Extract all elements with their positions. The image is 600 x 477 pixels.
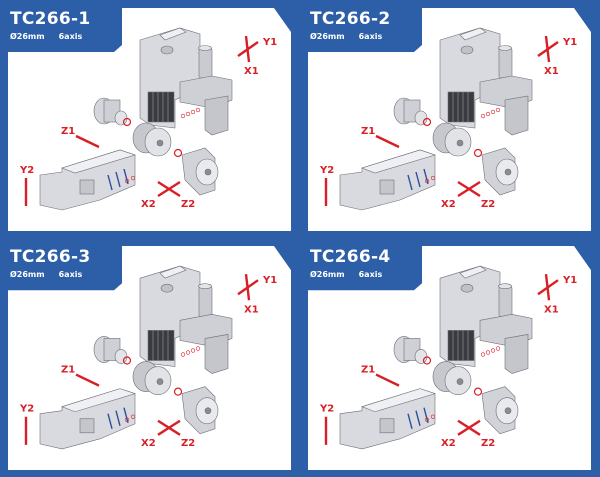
machine-diagram: Y1 X1 Z1 Y2 X2 Z2	[8, 8, 291, 231]
label-x2: X2	[441, 438, 456, 449]
axis-count: 6axis	[58, 270, 83, 279]
z1-axis-arrow	[375, 373, 400, 387]
machine-panel-4: Y1 X1 Z1 Y2 X2 Z2 TC266-4 Ø26mm 6axis	[300, 238, 600, 477]
axis-arrows	[324, 35, 559, 206]
label-x2: X2	[441, 199, 456, 210]
turret-disk	[132, 361, 172, 395]
main-spindle	[393, 97, 432, 127]
machine-diagram: Y1 X1 Z1 Y2 X2 Z2	[8, 246, 291, 470]
main-tool-post	[439, 265, 533, 374]
axis-count: 6axis	[58, 32, 83, 41]
label-z1: Z1	[61, 365, 75, 376]
main-spindle	[93, 336, 132, 365]
axis-count: 6axis	[358, 270, 383, 279]
model-title: TC266-1	[10, 9, 91, 29]
label-z1: Z1	[361, 126, 375, 137]
machine-panel-1: Y1 X1 Z1 Y2 X2 Z2 TC266-1 Ø26mm 6axis	[0, 0, 300, 238]
label-y2: Y2	[19, 404, 34, 415]
model-specs: Ø26mm 6axis	[10, 32, 96, 41]
axis-arrows	[24, 35, 259, 206]
bar-diameter: Ø26mm	[310, 32, 345, 41]
label-x1: X1	[544, 66, 559, 77]
y1-axis-arrow	[544, 274, 551, 301]
label-x2: X2	[141, 438, 156, 449]
x2-axis-arrow	[457, 419, 481, 436]
model-title: TC266-3	[10, 247, 91, 267]
gang-tool-slide	[339, 388, 436, 450]
turret-disk	[432, 361, 472, 395]
gang-tool-slide	[39, 149, 136, 211]
label-x1: X1	[544, 304, 559, 315]
label-x2: X2	[141, 199, 156, 210]
model-title: TC266-2	[310, 9, 391, 29]
axis-count: 6axis	[358, 32, 383, 41]
model-specs: Ø26mm 6axis	[310, 32, 396, 41]
sub-spindle	[473, 147, 519, 196]
axis-arrows	[324, 274, 559, 445]
bar-diameter: Ø26mm	[10, 32, 45, 41]
label-z2: Z2	[181, 438, 195, 449]
model-title: TC266-4	[310, 247, 391, 267]
gang-tool-slide	[339, 149, 436, 211]
sub-spindle	[173, 147, 219, 196]
label-y1: Y1	[562, 275, 577, 286]
main-tool-post	[139, 27, 233, 136]
axis-arrows	[24, 274, 259, 445]
y1-axis-arrow	[544, 35, 551, 63]
label-y2: Y2	[319, 165, 334, 176]
turret-disk	[432, 122, 472, 157]
machine-diagram: Y1 X1 Z1 Y2 X2 Z2	[308, 246, 591, 470]
machine-panel-2: Y1 X1 Z1 Y2 X2 Z2 TC266-2 Ø26mm 6axis	[300, 0, 600, 238]
x2-axis-arrow	[157, 419, 181, 436]
label-z1: Z1	[361, 365, 375, 376]
z1-axis-arrow	[75, 134, 100, 149]
bar-diameter: Ø26mm	[10, 270, 45, 279]
z1-axis-arrow	[75, 373, 100, 387]
machine-diagram: Y1 X1 Z1 Y2 X2 Z2	[308, 8, 591, 231]
label-y1: Y1	[262, 37, 277, 48]
label-y2: Y2	[319, 404, 334, 415]
turret-disk	[132, 122, 172, 157]
label-x1: X1	[244, 304, 259, 315]
label-z1: Z1	[61, 126, 75, 137]
label-y1: Y1	[262, 275, 277, 286]
label-y1: Y1	[562, 37, 577, 48]
model-specs: Ø26mm 6axis	[310, 270, 396, 279]
main-spindle	[393, 336, 432, 365]
sub-spindle	[173, 386, 219, 435]
label-z2: Z2	[481, 199, 495, 210]
gang-tool-slide	[39, 388, 136, 450]
z1-axis-arrow	[375, 134, 400, 149]
label-z2: Z2	[481, 438, 495, 449]
y1-axis-arrow	[244, 274, 251, 301]
main-spindle	[93, 97, 132, 127]
main-tool-post	[439, 27, 533, 136]
sub-spindle	[473, 386, 519, 435]
bar-diameter: Ø26mm	[310, 270, 345, 279]
label-y2: Y2	[19, 165, 34, 176]
y1-axis-arrow	[244, 35, 251, 63]
model-specs: Ø26mm 6axis	[10, 270, 96, 279]
label-z2: Z2	[181, 199, 195, 210]
x2-axis-arrow	[157, 180, 181, 198]
machine-panel-3: Y1 X1 Z1 Y2 X2 Z2 TC266-3 Ø26mm 6axis	[0, 238, 300, 477]
label-x1: X1	[244, 66, 259, 77]
x2-axis-arrow	[457, 180, 481, 198]
main-tool-post	[139, 265, 233, 374]
